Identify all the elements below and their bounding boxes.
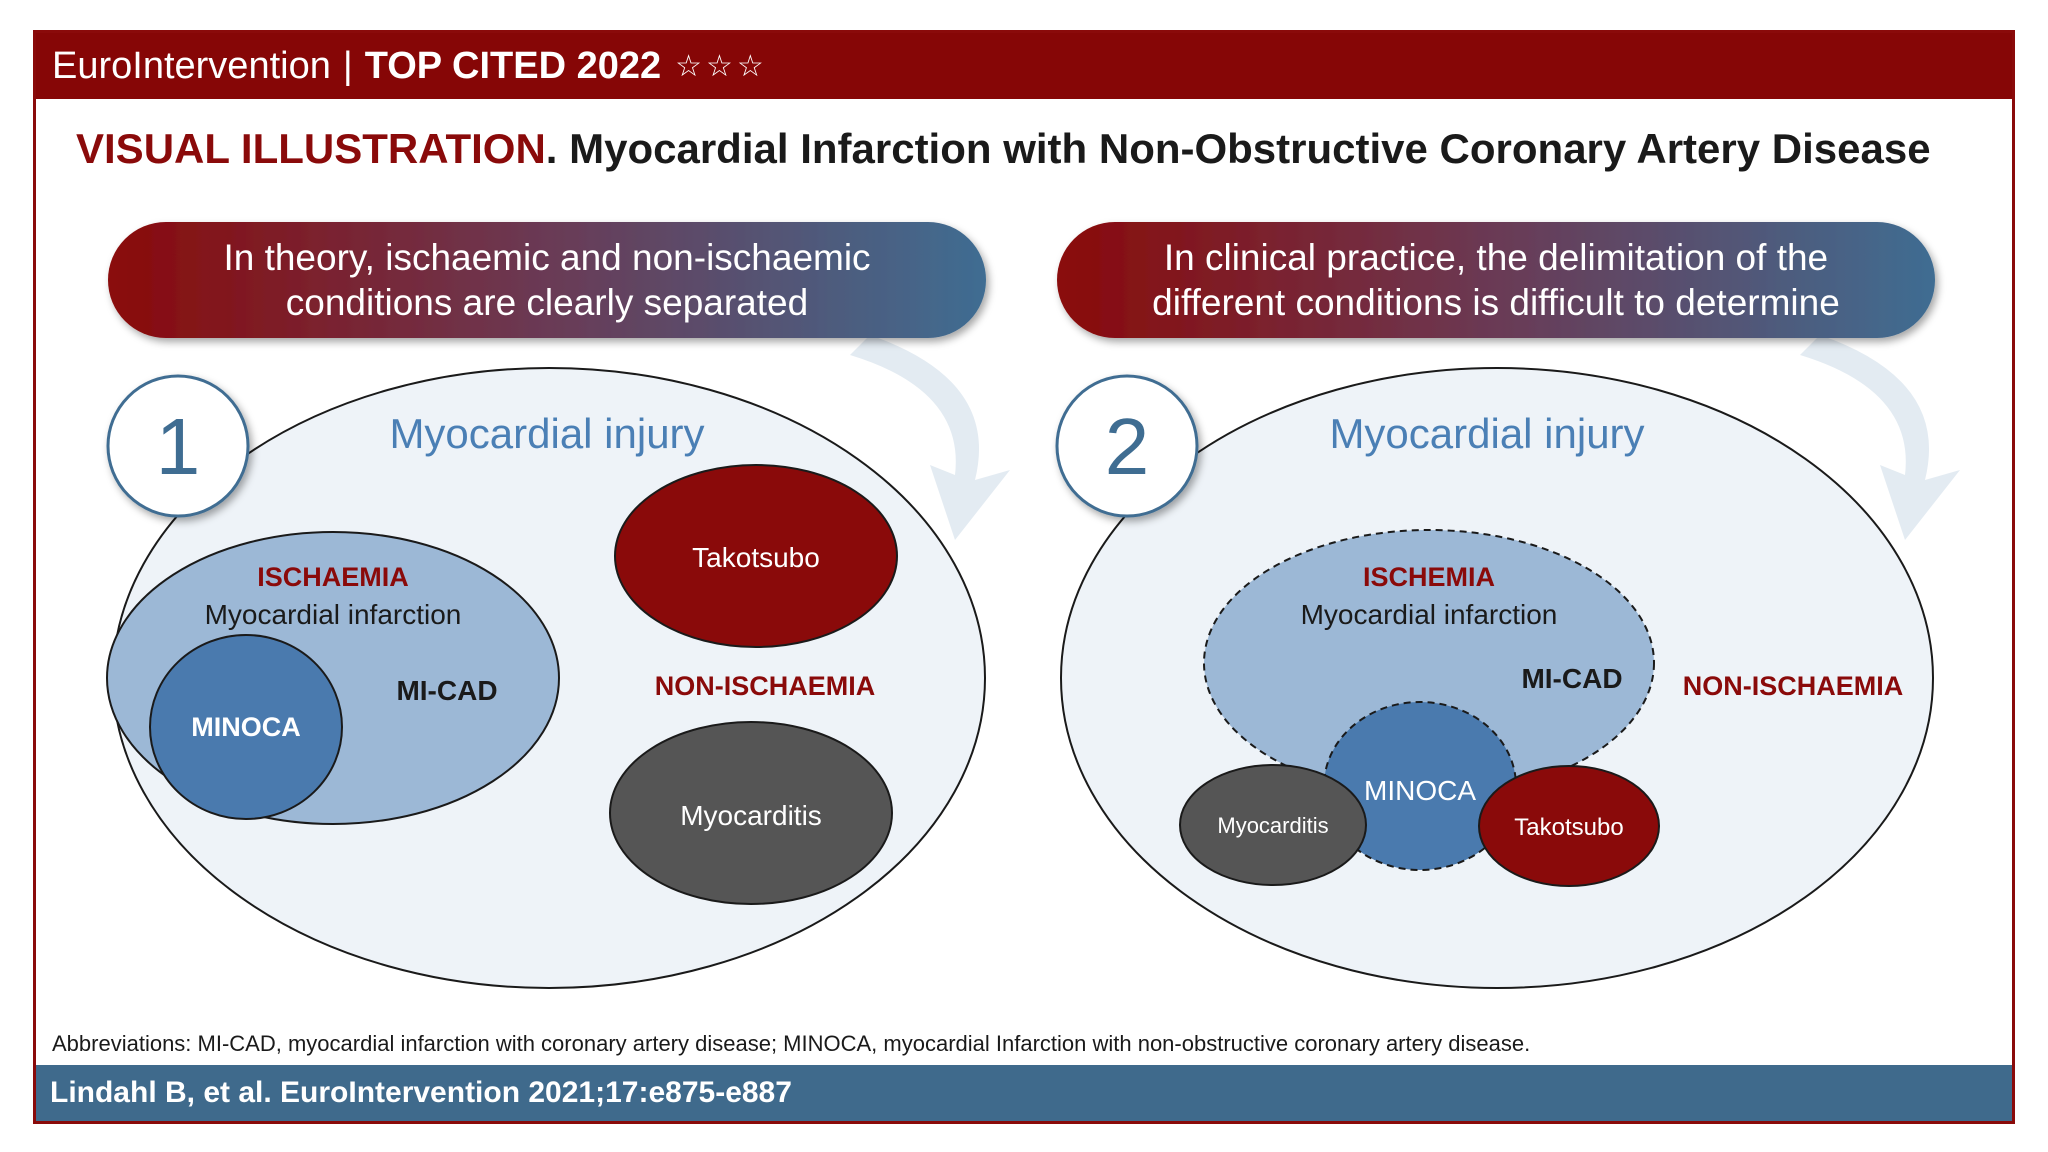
panel-number-2: 2 bbox=[1105, 402, 1150, 491]
myocardial-injury-label-2: Myocardial injury bbox=[1329, 410, 1644, 457]
minoca-circle-1 bbox=[149, 634, 343, 820]
abbreviations-note: Abbreviations: MI-CAD, myocardial infarc… bbox=[52, 1031, 1531, 1056]
myocarditis-label-1: Myocarditis bbox=[680, 800, 822, 831]
curved-arrow-icon bbox=[1800, 335, 1960, 540]
banner-2 bbox=[1057, 222, 1935, 338]
ischaemia-label-1: ISCHAEMIA bbox=[257, 562, 409, 592]
micad-label-1: MI-CAD bbox=[396, 675, 497, 706]
banner-1-line-2: conditions are clearly separated bbox=[286, 282, 808, 323]
banner-2-line-1: In clinical practice, the delimitation o… bbox=[1164, 237, 1828, 278]
title-text: . Myocardial Infarction with Non-Obstruc… bbox=[545, 125, 1931, 172]
number-circle-2 bbox=[1055, 374, 1199, 518]
myocardial-infarction-label-1: Myocardial infarction bbox=[205, 599, 462, 630]
takotsubo-label-2: Takotsubo bbox=[1514, 814, 1623, 841]
brand-name: EuroIntervention bbox=[52, 44, 331, 87]
banner-1 bbox=[108, 222, 986, 338]
star-icons: ☆☆☆ bbox=[675, 49, 768, 83]
citation-bar: Lindahl B, et al. EuroIntervention 2021;… bbox=[36, 1065, 2012, 1121]
banner-1-line-1: In theory, ischaemic and non-ischaemic bbox=[223, 237, 870, 278]
citation-text: Lindahl B, et al. EuroIntervention 2021;… bbox=[50, 1076, 792, 1109]
non-ischaemia-label-2: NON-ISCHAEMIA bbox=[1683, 671, 1904, 701]
header-separator: | bbox=[342, 44, 353, 87]
minoca-label-2: MINOCA bbox=[1364, 775, 1476, 806]
panel-1: In theory, ischaemic and non-ischaemic c… bbox=[106, 222, 1010, 989]
panel-number-1: 1 bbox=[156, 402, 201, 491]
myocarditis-ellipse-2 bbox=[1179, 764, 1367, 886]
myocardial-infarction-label-2: Myocardial infarction bbox=[1301, 599, 1558, 630]
micad-label-2: MI-CAD bbox=[1521, 663, 1622, 694]
minoca-label-1: MINOCA bbox=[191, 712, 301, 742]
top-cited-label: TOP CITED 2022 bbox=[364, 44, 662, 87]
myocarditis-ellipse-1 bbox=[609, 721, 893, 905]
myocardial-injury-label-1: Myocardial injury bbox=[389, 410, 704, 457]
header-bar: EuroIntervention | TOP CITED 2022 ☆☆☆ bbox=[36, 33, 2012, 99]
takotsubo-ellipse-1 bbox=[614, 464, 898, 648]
non-ischaemia-label-1: NON-ISCHAEMIA bbox=[655, 671, 876, 701]
curved-arrow-icon bbox=[850, 335, 1010, 540]
panel-2: In clinical practice, the delimitation o… bbox=[1055, 222, 1960, 989]
ischemia-label-2: ISCHEMIA bbox=[1363, 562, 1495, 592]
takotsubo-ellipse-2 bbox=[1478, 765, 1660, 887]
number-circle-1 bbox=[106, 374, 250, 518]
ischemia-ellipse-2 bbox=[1203, 529, 1655, 797]
takotsubo-label-1: Takotsubo bbox=[692, 542, 820, 573]
banner-2-line-2: different conditions is difficult to det… bbox=[1152, 282, 1840, 323]
page-title: VISUAL ILLUSTRATION. Myocardial Infarcti… bbox=[76, 125, 1931, 173]
myocarditis-label-2: Myocarditis bbox=[1217, 813, 1328, 838]
title-label: VISUAL ILLUSTRATION bbox=[76, 125, 546, 172]
